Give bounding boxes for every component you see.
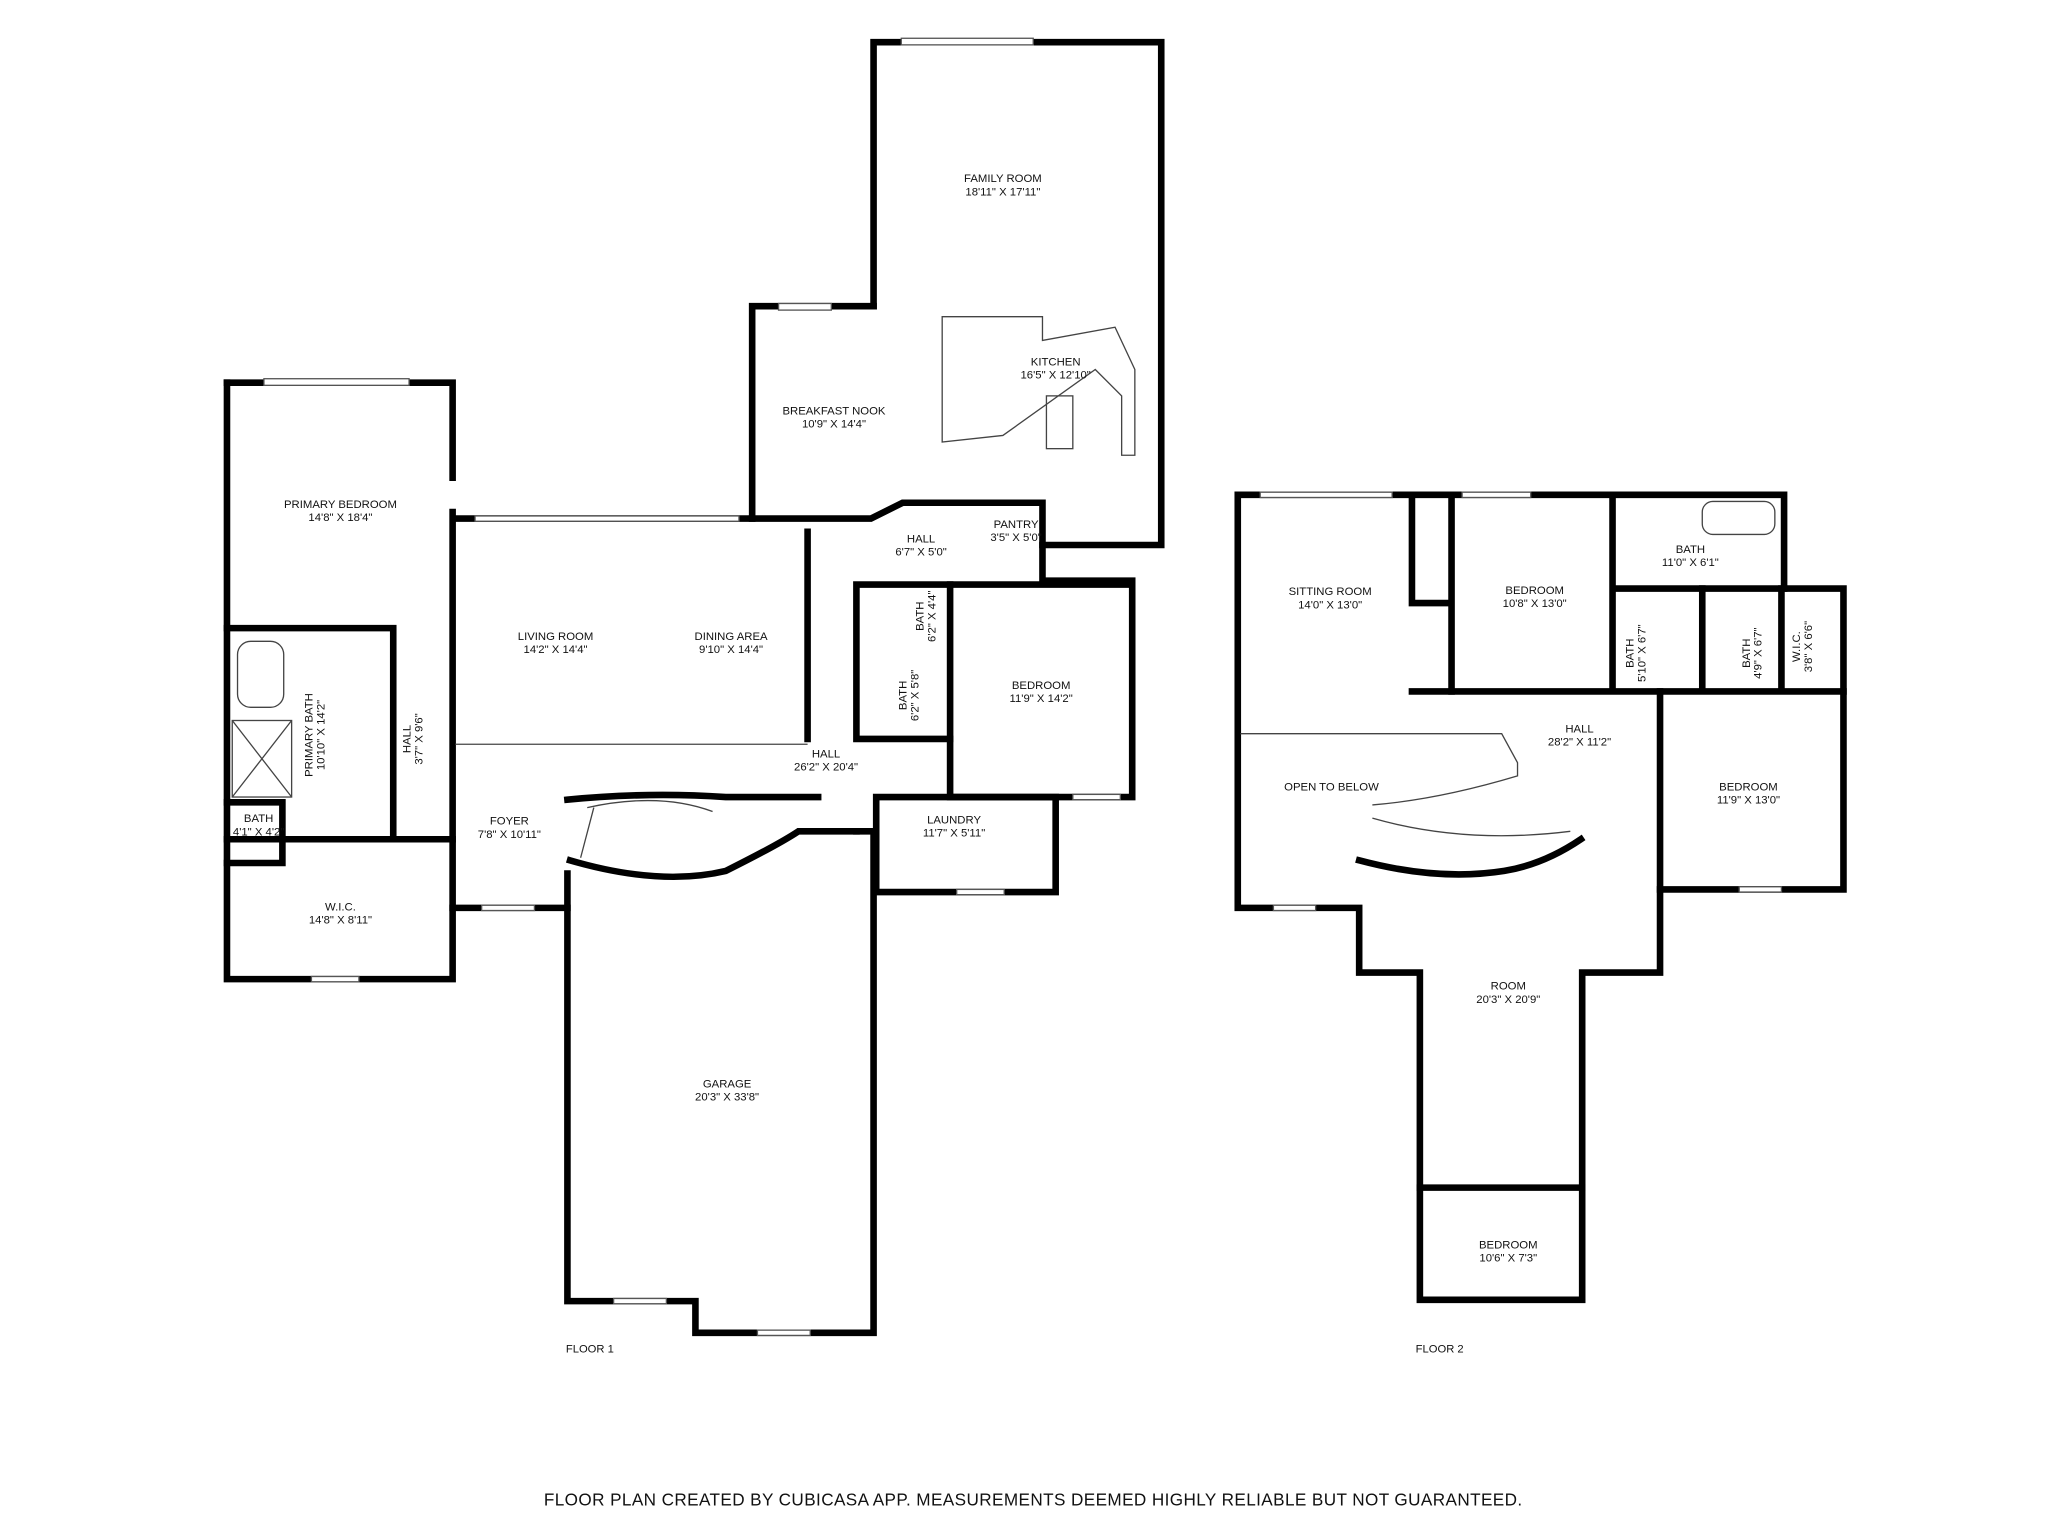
room-bath-2: BATH6'2" X 5'8" — [898, 670, 922, 721]
floor2-label: FLOOR 2 — [1416, 1344, 1464, 1356]
floor1-label: FLOOR 1 — [566, 1344, 614, 1356]
room-bath-1: BATH6'2" X 4'4" — [915, 591, 939, 642]
room-bath-2b: BATH5'10" X 6'7" — [1625, 624, 1649, 682]
room-hall-narrow: HALL3'7" X 9'6" — [401, 713, 425, 764]
floor2-walls — [1234, 491, 1847, 1304]
room-wic-2: W.I.C.3'8" X 6'6" — [1791, 621, 1815, 672]
room-primary-bath: PRIMARY BATH10'10" X 14'2" — [304, 693, 328, 777]
room-bath-2c: BATH4'9" X 6'7" — [1741, 627, 1765, 678]
disclaimer-footer: FLOOR PLAN CREATED BY CUBICASA APP. MEAS… — [544, 1490, 1523, 1510]
floor1-walls — [223, 37, 1165, 1337]
room-open-to-below: OPEN TO BELOW — [1284, 781, 1379, 793]
room-wic: W.I.C.14'8" X 8'11" — [309, 902, 372, 927]
